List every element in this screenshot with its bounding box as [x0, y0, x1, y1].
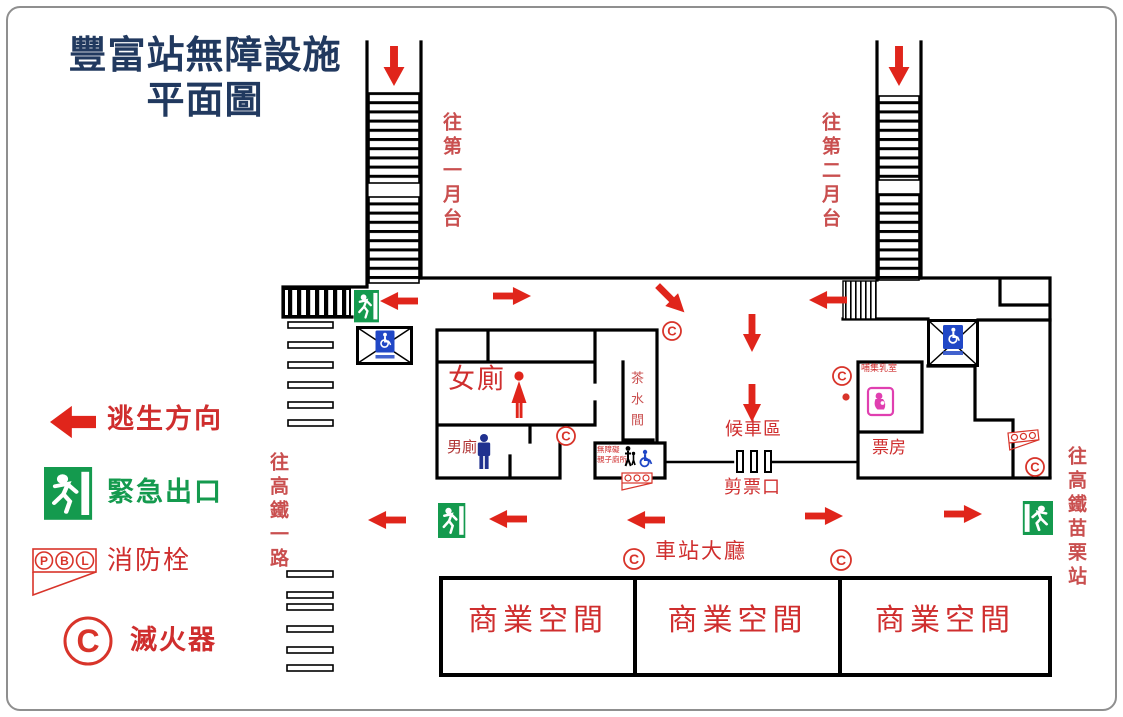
- wheelchair-icon: [639, 448, 653, 468]
- waiting-area-label: 候車區: [725, 419, 782, 439]
- svg-text:C: C: [76, 623, 99, 659]
- svg-text:C: C: [837, 369, 847, 384]
- man-figure-icon: [477, 434, 491, 469]
- svg-text:C: C: [1030, 460, 1040, 475]
- legend-pbl-hydrant-icon: P B L: [32, 548, 97, 597]
- nursing-room-label: 哺集乳室: [861, 363, 898, 373]
- womens-toilet-label: 女廁: [448, 364, 506, 394]
- down-arrow-icon: [888, 46, 910, 86]
- to-platform1-label: 往第一月台: [440, 112, 461, 232]
- exit-sign-hall-icon: [436, 501, 467, 540]
- west-entrance-staircase: [283, 288, 351, 317]
- adult-child-figure-icon: [624, 446, 636, 467]
- commercial-space-boxes: [439, 576, 1052, 677]
- to-hsr-miaoli-label: 往高鐵苗栗站: [1065, 446, 1086, 590]
- ticket-office-label: 票房: [872, 438, 906, 457]
- page-title: 豐富站無障設施 平面圖: [50, 34, 360, 124]
- ticket-gate-slots: [736, 450, 772, 473]
- accessible-toilet-label-1: 無障礙: [597, 445, 620, 454]
- title-line1: 豐富站無障設施: [68, 35, 342, 77]
- commercial-space-label-1: 商業空間: [468, 604, 608, 637]
- svg-text:L: L: [81, 554, 88, 568]
- to-platform2-label: 往第二月台: [819, 112, 840, 232]
- water-room-label: 茶水間: [629, 371, 644, 434]
- fire-extinguisher-markers: C C C C C C: [556, 321, 1045, 571]
- legend-escape-label: 逃生方向: [107, 404, 223, 434]
- svg-text:C: C: [561, 429, 571, 444]
- west-crosswalk-stripes: [286, 321, 334, 672]
- red-dot-marker: [842, 393, 850, 401]
- exit-sign-west-icon: [352, 288, 381, 324]
- station-walls: [281, 40, 1052, 480]
- elevator-west-icon: [356, 326, 413, 365]
- svg-text:B: B: [60, 554, 69, 568]
- commercial-space-label-3: 商業空間: [875, 604, 1015, 637]
- legend-extinguisher-label: 滅火器: [130, 625, 217, 655]
- accessible-toilet-label-2: 親子廁所: [597, 455, 627, 464]
- title-line2: 平面圖: [146, 79, 264, 122]
- svg-text:C: C: [836, 552, 846, 568]
- ticket-gate-label: 剪票口: [724, 477, 781, 497]
- svg-text:C: C: [667, 324, 677, 339]
- woman-figure-icon: [511, 371, 527, 418]
- legend-extinguisher-icon: C: [63, 616, 113, 666]
- elevator-east-icon: [927, 319, 979, 367]
- svg-text:P: P: [40, 554, 48, 568]
- legend-hydrant-label: 消防栓: [107, 546, 192, 575]
- page-border: [6, 6, 1117, 711]
- svg-text:C: C: [629, 551, 639, 567]
- pbl-hydrant-icon: [621, 472, 653, 491]
- exit-sign-east-icon: [1021, 499, 1055, 537]
- commercial-space-label-2: 商業空間: [667, 604, 808, 637]
- platform1-staircase: [368, 46, 420, 284]
- legend-arrow-icon: [50, 405, 96, 439]
- legend-exit-label: 緊急出口: [107, 477, 223, 507]
- station-hall-label: 車站大廳: [655, 539, 747, 563]
- down-arrow-icon: [383, 46, 405, 86]
- mens-toilet-label: 男廁: [447, 440, 478, 456]
- legend-exit-sign-icon: [44, 467, 92, 520]
- to-hsr-road-label: 往高鐵一路: [267, 452, 288, 572]
- mother-baby-icon: [866, 386, 895, 417]
- platform2-staircase: [878, 46, 920, 281]
- east-escalator: [842, 280, 877, 320]
